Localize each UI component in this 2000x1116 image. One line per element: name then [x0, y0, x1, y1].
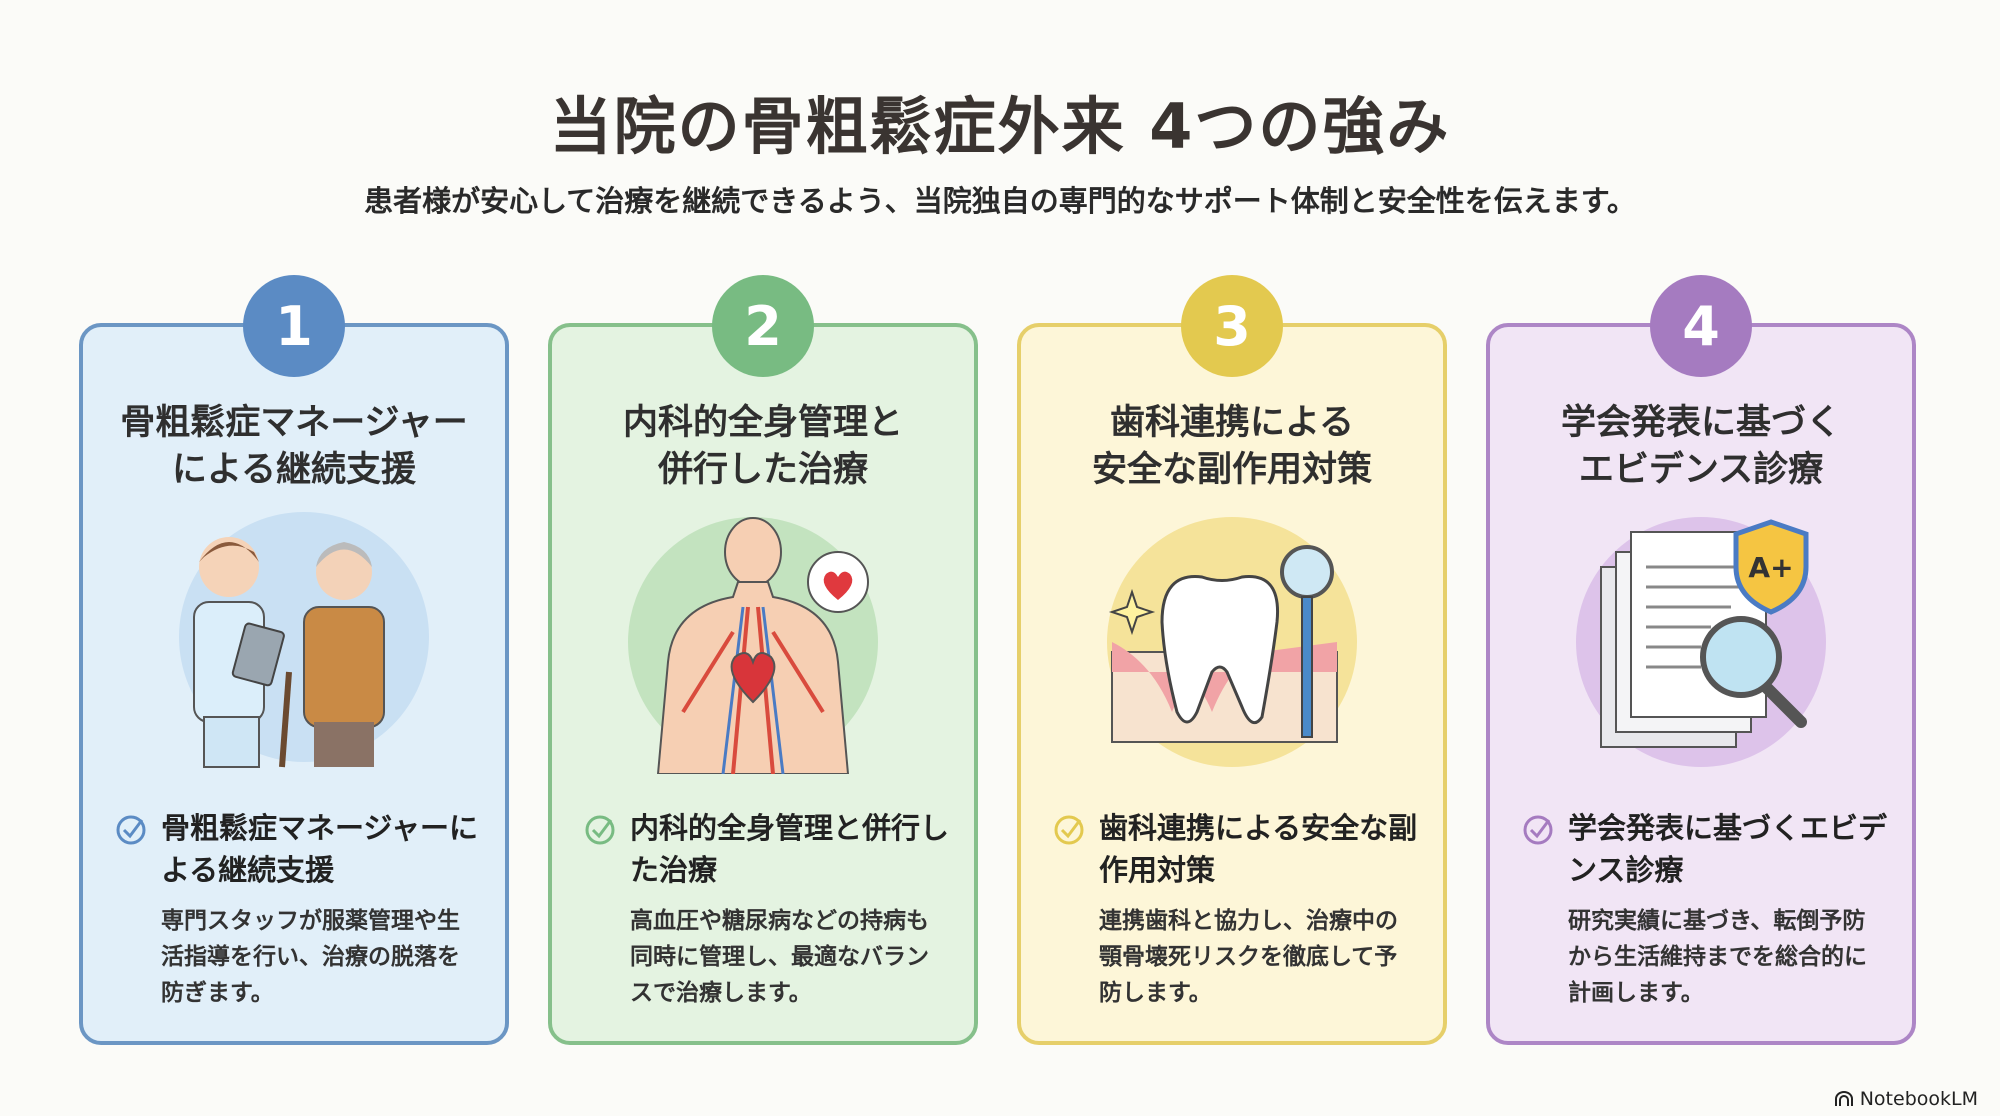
card-title-line: 骨粗鬆症マネージャー: [120, 403, 468, 443]
page-title: 当院の骨粗鬆症外来 4つの強み: [549, 90, 1451, 163]
notebooklm-watermark: NotebookLM: [1834, 1088, 1978, 1110]
card-heading: 内科的全身管理と併行した治療: [630, 811, 950, 887]
card-title: 内科的全身管理と併行した治療: [552, 400, 974, 494]
card-title-line: 内科的全身管理と: [622, 403, 903, 443]
card-title: 学会発表に基づくエビデンス診療: [1490, 400, 1912, 494]
check-circle-icon: [1523, 815, 1553, 845]
card-description: 連携歯科と協力し、治療中の顎骨壊死リスクを徹底して予防します。: [1099, 908, 1398, 1006]
strength-card-2: 2 内科的全身管理と併行した治療 内科的全身管理と併行した治療 高血圧や糖尿病な…: [548, 275, 978, 1045]
body-heart-illustration: [628, 517, 878, 774]
card-title-line: エビデンス診療: [1578, 450, 1824, 490]
strength-card-3: 3 歯科連携による安全な副作用対策 歯科連携による安全な副作用対策 連携歯科と協…: [1017, 275, 1447, 1045]
check-circle-icon: [116, 815, 146, 845]
page-subtitle: 患者様が安心して治療を継続できるよう、当院独自の専門的なサポート体制と安全性を伝…: [364, 184, 1636, 218]
number-badge: 2: [712, 275, 814, 377]
card-heading: 学会発表に基づくエビデンス診療: [1568, 811, 1888, 887]
card-title-line: 歯科連携による: [1110, 403, 1354, 443]
card-heading: 歯科連携による安全な副作用対策: [1099, 811, 1418, 887]
brand-label: NotebookLM: [1859, 1088, 1978, 1110]
card-title-line: による継続支援: [172, 450, 416, 490]
card-title-line: 学会発表に基づく: [1560, 403, 1841, 443]
card-heading: 骨粗鬆症マネージャーによる継続支援: [161, 811, 478, 887]
number-badge: 1: [243, 275, 345, 377]
documents-magnifier-illustration: A+: [1576, 517, 1826, 767]
strength-card-1: 1 骨粗鬆症マネージャーによる継続支援 骨粗鬆症マネージャーによる継続支援 専門…: [79, 275, 509, 1045]
check-circle-icon: [1054, 815, 1084, 845]
card-title-line: 併行した治療: [657, 450, 868, 490]
strength-card-4: 4 学会発表に基づくエビデンス診療 A+ 学会発表に基づくエビデンス診療 研究実…: [1486, 275, 1916, 1045]
check-circle-icon: [585, 815, 615, 845]
card-description: 専門スタッフが服薬管理や生活指導を行い、治療の脱落を防ぎます。: [161, 908, 460, 1006]
tooth-mirror-illustration: [1107, 517, 1357, 767]
card-title-line: 安全な副作用対策: [1091, 450, 1372, 490]
shield-grade-text: A+: [1748, 551, 1793, 584]
nurse-patient-illustration: [179, 512, 429, 768]
card-title: 骨粗鬆症マネージャーによる継続支援: [83, 400, 505, 494]
number-badge: 4: [1650, 275, 1752, 377]
card-description: 高血圧や糖尿病などの持病も同時に管理し、最適なバランスで治療します。: [630, 908, 929, 1006]
notebooklm-logo-icon: [1834, 1091, 1853, 1106]
card-title: 歯科連携による安全な副作用対策: [1021, 400, 1443, 494]
number-badge: 3: [1181, 275, 1283, 377]
card-description: 研究実績に基づき、転倒予防から生活維持までを総合的に計画します。: [1568, 908, 1867, 1006]
